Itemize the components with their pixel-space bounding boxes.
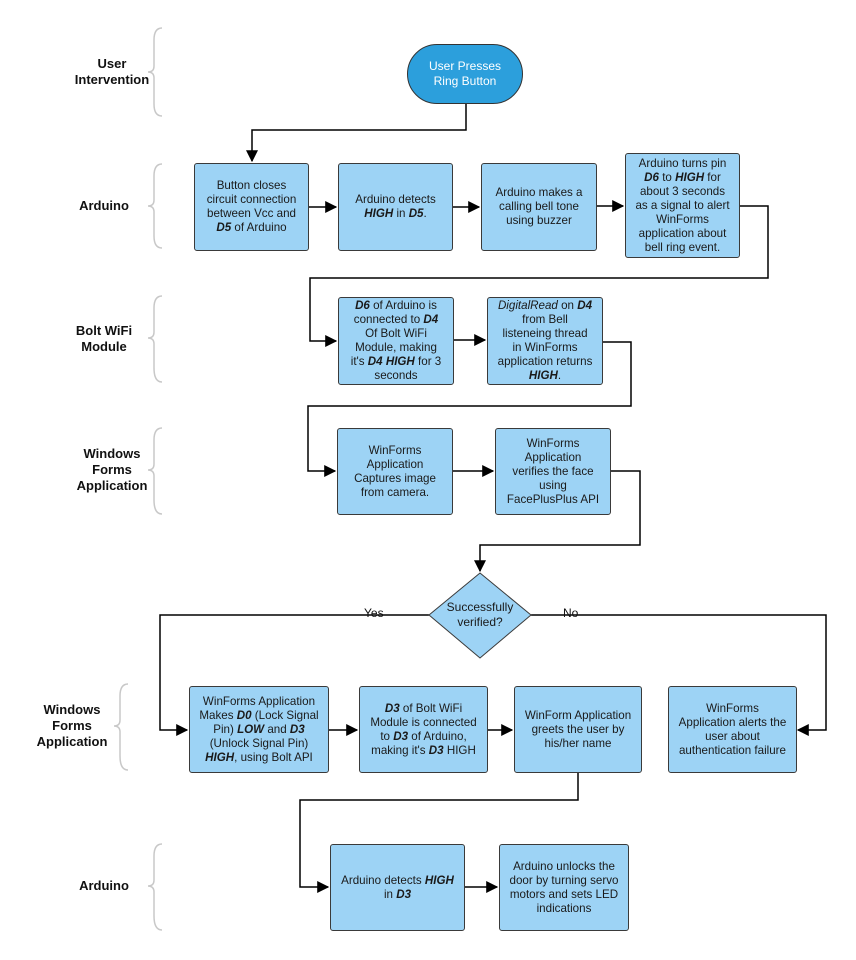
- lane-arduino-2: Arduino: [79, 878, 129, 893]
- lane-arduino-1: Arduino: [79, 198, 129, 213]
- step-digitalread-d4: DigitalRead on D4 from Bell listeneing t…: [487, 297, 603, 385]
- connectors: [159, 104, 827, 893]
- bracket-winforms2: [113, 683, 129, 771]
- edge-decision-no: [531, 614, 827, 736]
- step-capture-image: WinForms Application Captures image from…: [337, 428, 453, 515]
- step-d6-connected-d4: D6 of Arduino is connected to D4 Of Bolt…: [338, 297, 454, 385]
- edge-a4-b1: [309, 205, 769, 347]
- step-button-closes-circuit: Button closes circuit connection between…: [194, 163, 309, 251]
- bracket-winforms1: [147, 427, 163, 515]
- step-verify-face: WinForms Application verifies the face u…: [495, 428, 611, 515]
- bracket-user: [147, 27, 163, 117]
- step-calling-bell-tone: Arduino makes a calling bell tone using …: [481, 163, 597, 251]
- edge-label-no: No: [563, 606, 579, 620]
- edge-w2-decision: [474, 470, 641, 573]
- step-greet-user: WinForm Application greets the user by h…: [514, 686, 642, 773]
- decision-successfully-verified: Successfully verified?: [446, 600, 514, 629]
- edge-start-a1: [246, 104, 467, 163]
- bracket-bolt: [147, 295, 163, 383]
- bracket-arduino2: [147, 843, 163, 931]
- bracket-arduino1: [147, 163, 163, 249]
- edge-label-yes: Yes: [364, 606, 384, 620]
- step-d6-high-signal: Arduino turns pin D6 to HIGH for about 3…: [625, 153, 740, 258]
- edge-decision-yes: [159, 614, 429, 736]
- step-make-d0-low-d3-high: WinForms Application Makes D0 (Lock Sign…: [189, 686, 329, 773]
- step-d3-connected-arduino: D3 of Bolt WiFi Module is connected to D…: [359, 686, 488, 773]
- lane-brackets: [113, 27, 163, 931]
- step-arduino-detects-high-d5: Arduino detects HIGH in D5.: [338, 163, 453, 251]
- edge-b2-w1: [307, 341, 632, 477]
- step-arduino-detects-high-d3: Arduino detects HIGH in D3: [330, 844, 465, 931]
- step-unlock-door: Arduino unlocks the door by turning serv…: [499, 844, 629, 931]
- edge-v3-r1: [299, 772, 579, 893]
- decision-diamond: [428, 572, 532, 659]
- step-alert-auth-failure: WinForms Application alerts the user abo…: [668, 686, 797, 773]
